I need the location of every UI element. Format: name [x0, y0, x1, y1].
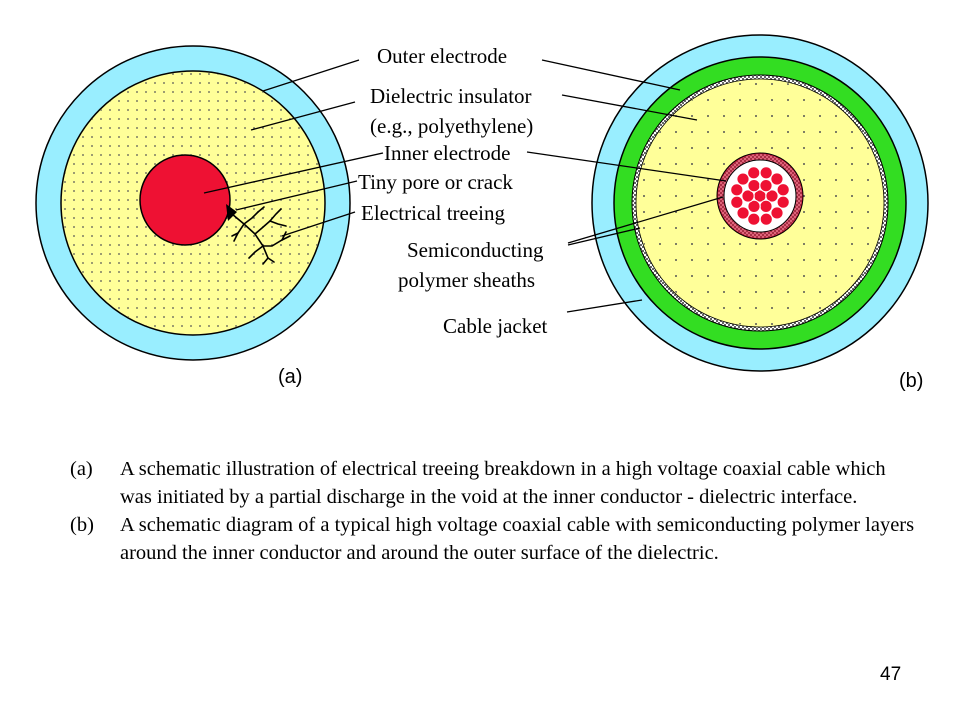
- page-number: 47: [880, 664, 902, 685]
- pore-or-crack-mark: [226, 204, 237, 221]
- cable-b-diagram: [591, 34, 929, 372]
- cable-a-inner-electrode: [139, 154, 231, 246]
- conductor-strand: [736, 172, 750, 186]
- conductor-strand: [770, 206, 784, 220]
- conductor-strand: [741, 189, 755, 203]
- label-pore-or-crack: Tiny pore or crack: [358, 170, 513, 194]
- conductor-strand: [759, 199, 773, 214]
- figure-caption: (a) A schematic illustration of electric…: [70, 455, 920, 567]
- conductor-strand: [736, 206, 750, 220]
- label-inner-electrode: Inner electrode: [384, 141, 511, 165]
- caption-item-a: (a) A schematic illustration of electric…: [70, 455, 920, 511]
- conductor-strand: [730, 183, 744, 197]
- label-dielectric-example: (e.g., polyethylene): [370, 114, 533, 138]
- conductor-strand: [759, 178, 773, 193]
- conductor-strand: [747, 178, 761, 193]
- label-dielectric-insulator: Dielectric insulator: [370, 84, 532, 108]
- caption-key-b: (b): [70, 514, 94, 536]
- label-electrical-treeing: Electrical treeing: [361, 201, 505, 225]
- cable-a-diagram: [35, 45, 351, 361]
- cable-b-conductor-strands: [730, 166, 790, 226]
- conductor-strand: [730, 195, 744, 210]
- electrical-tree: [231, 206, 291, 265]
- conductor-strand: [759, 212, 774, 226]
- conductor-strand: [747, 212, 761, 226]
- label-outer-electrode: Outer electrode: [377, 44, 507, 68]
- label-cable-jacket: Cable jacket: [443, 314, 548, 338]
- conductor-strand: [746, 166, 761, 180]
- coaxial-cable-figure: Outer electrode Dielectric insulator (e.…: [35, 34, 929, 392]
- label-polymer-sheaths: polymer sheaths: [398, 268, 535, 292]
- caption-item-b: (b) A schematic diagram of a typical hig…: [70, 511, 920, 567]
- caption-text-a: A schematic illustration of electrical t…: [120, 458, 886, 508]
- panel-label-a: (a): [278, 366, 302, 388]
- label-semiconducting: Semiconducting: [407, 238, 544, 262]
- leader-lines: [203, 59, 727, 313]
- conductor-strand: [776, 182, 790, 197]
- caption-text-b: A schematic diagram of a typical high vo…: [120, 514, 915, 564]
- caption-key-a: (a): [70, 458, 93, 480]
- conductor-strand: [770, 172, 784, 186]
- conductor-strand: [765, 189, 779, 203]
- conductor-strand: [759, 166, 773, 180]
- panel-label-b: (b): [899, 370, 923, 392]
